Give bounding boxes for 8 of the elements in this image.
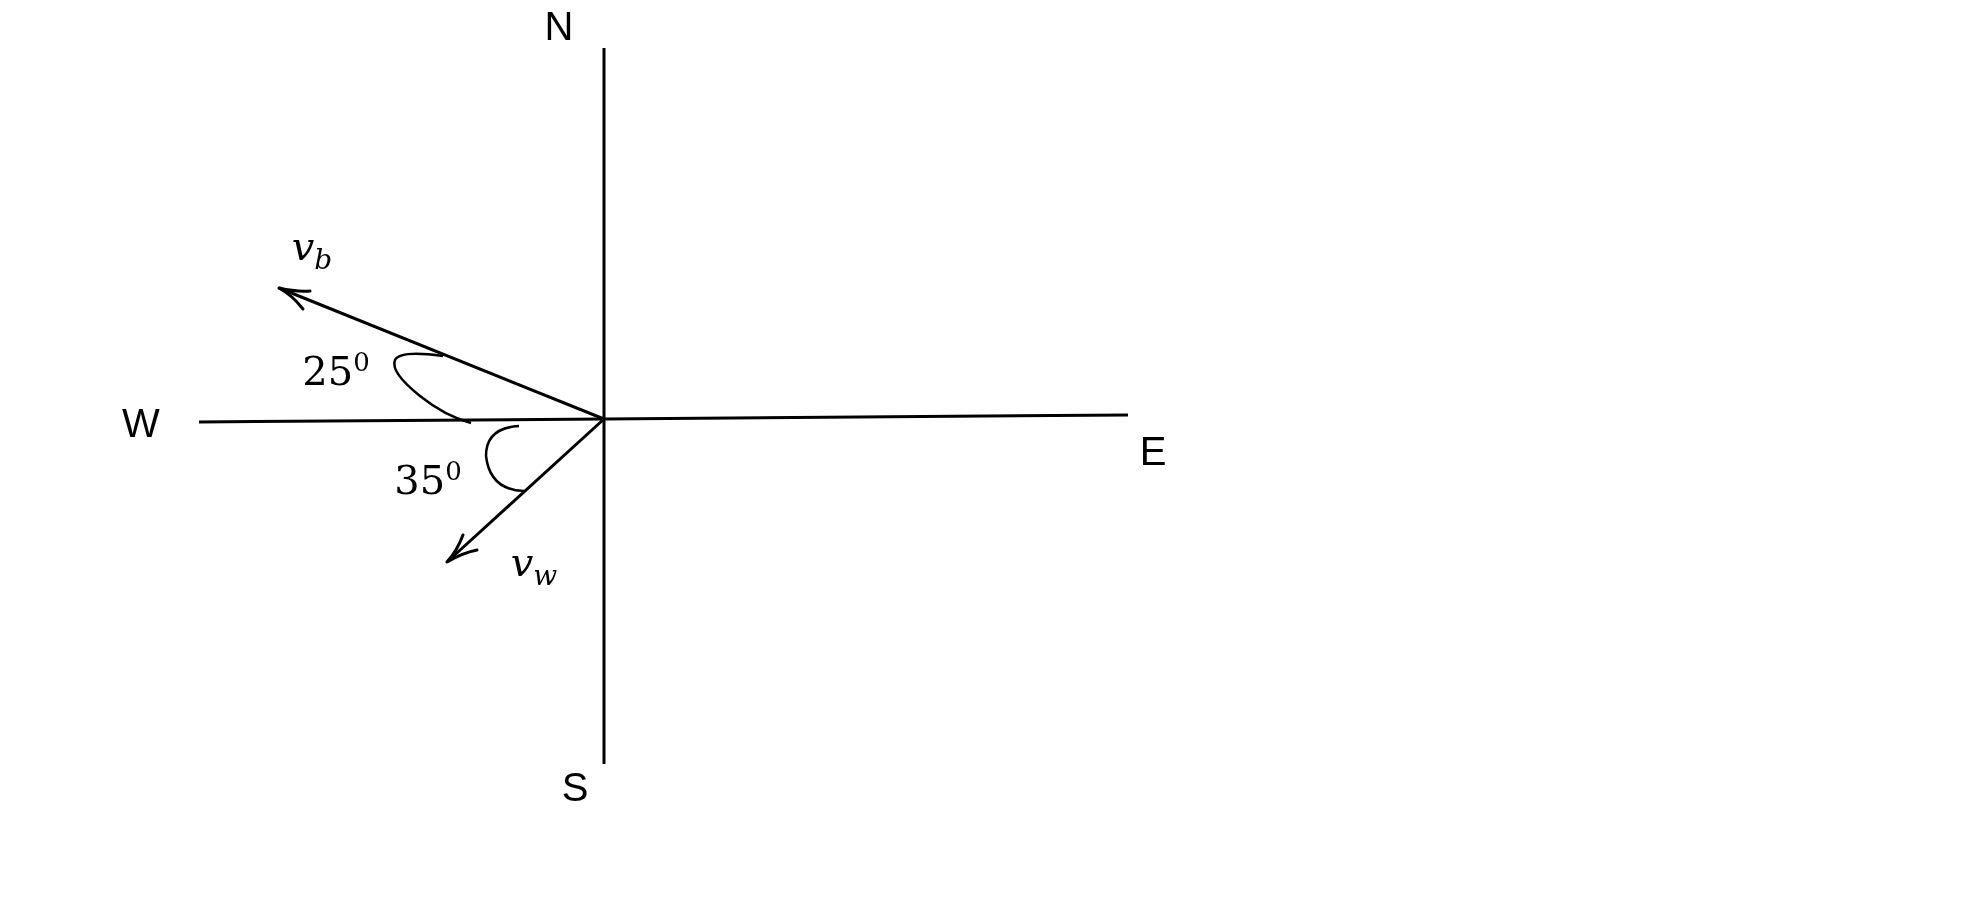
vector-label: v$_{b}$ bbox=[291, 226, 333, 274]
direction-label: W bbox=[122, 403, 160, 443]
direction-label: S bbox=[561, 767, 589, 807]
vector-label: v$_{w}$ bbox=[510, 542, 558, 590]
angle-label: 35$^{0}$ bbox=[394, 457, 462, 501]
direction-label: E bbox=[1139, 431, 1167, 471]
direction-label: N bbox=[544, 6, 574, 46]
angle-label: 25$^{0}$ bbox=[302, 348, 370, 392]
